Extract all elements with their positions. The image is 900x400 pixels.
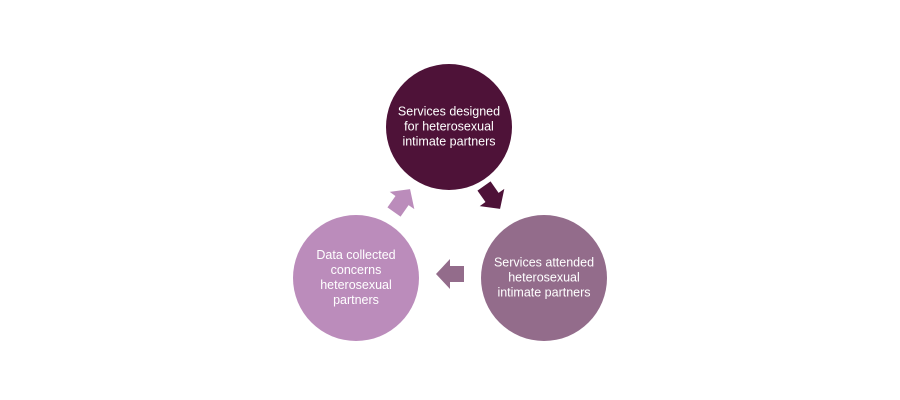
arrow-right-to-left [436, 259, 464, 289]
arrow-left-to-top [387, 189, 415, 217]
node-label-left: Data collected concerns heterosexual par… [316, 248, 396, 307]
node-circle-right [481, 215, 607, 341]
node-circle-left [293, 215, 419, 341]
node-label-top: Services designed for heterosexual intim… [397, 104, 501, 149]
node-label-right: Services attended heterosexual intimate … [493, 255, 595, 300]
node-circle-top [386, 64, 512, 190]
arrow-top-to-right [477, 181, 505, 209]
